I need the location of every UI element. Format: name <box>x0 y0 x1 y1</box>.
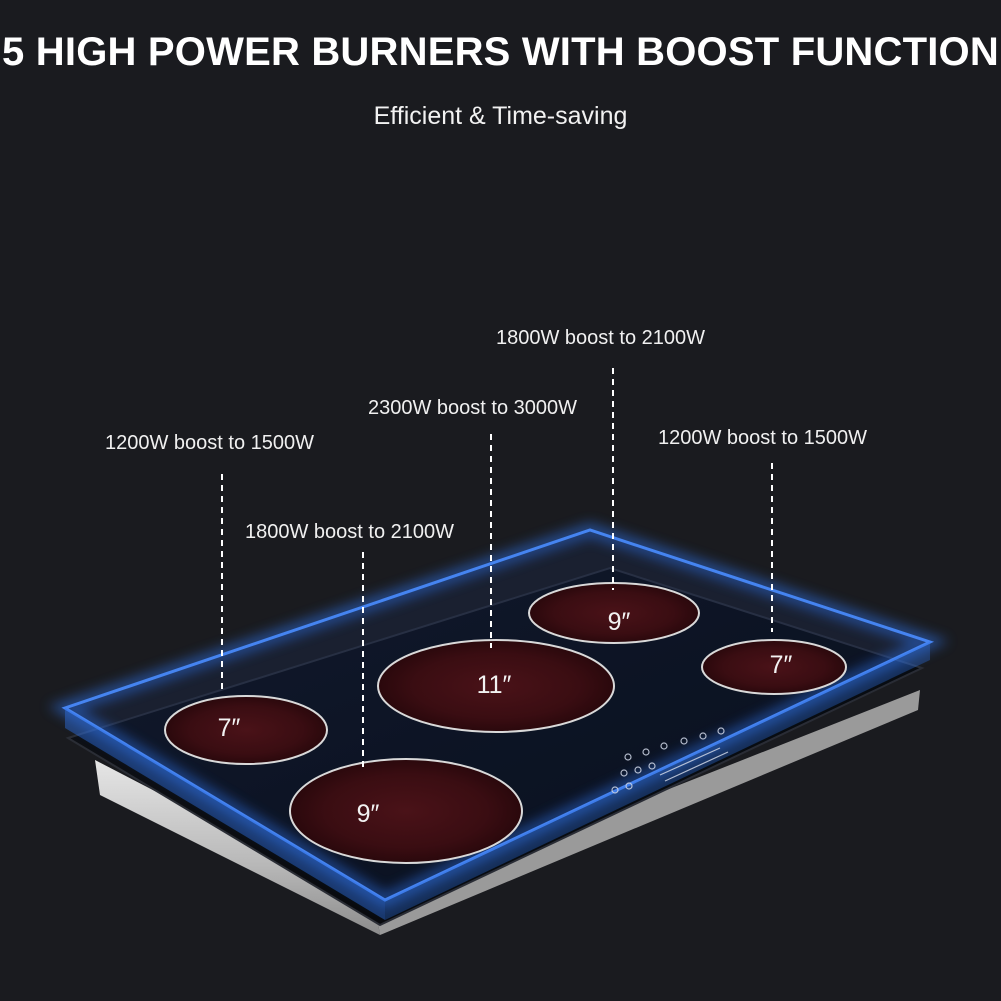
callout-rear-left: 1800W boost to 2100W <box>245 521 455 543</box>
callout-front-left: 1200W boost to 1500W <box>105 432 315 454</box>
burner-size-label: 7″ <box>218 714 241 742</box>
callout-front-right: 1200W boost to 1500W <box>658 427 868 449</box>
subheadline: Efficient & Time-saving <box>373 102 628 130</box>
burner-rear-left: 9″ <box>289 758 523 864</box>
burner-size-label: 11″ <box>477 671 512 699</box>
callout-center: 2300W boost to 3000W <box>368 397 578 419</box>
glass-glow-lip-right <box>385 642 930 920</box>
burner-front-left: 7″ <box>164 695 328 765</box>
touch-control-panel <box>611 727 729 794</box>
headline: 5 HIGH POWER BURNERS WITH BOOST FUNCTION <box>2 30 999 74</box>
burner-rear-right: 9″ <box>528 582 700 644</box>
burner-size-label: 7″ <box>770 651 793 679</box>
burner-size-label: 9″ <box>357 800 380 828</box>
callout-leaders <box>221 368 773 770</box>
burner-front-right: 7″ <box>701 639 847 695</box>
steel-housing-side <box>375 690 920 935</box>
steel-housing <box>95 760 380 935</box>
glass-glow-lip <box>65 708 385 920</box>
burner-size-label: 9″ <box>608 608 631 636</box>
burner-center: 11″ <box>377 639 615 733</box>
callout-rear-right: 1800W boost to 2100W <box>496 327 706 349</box>
